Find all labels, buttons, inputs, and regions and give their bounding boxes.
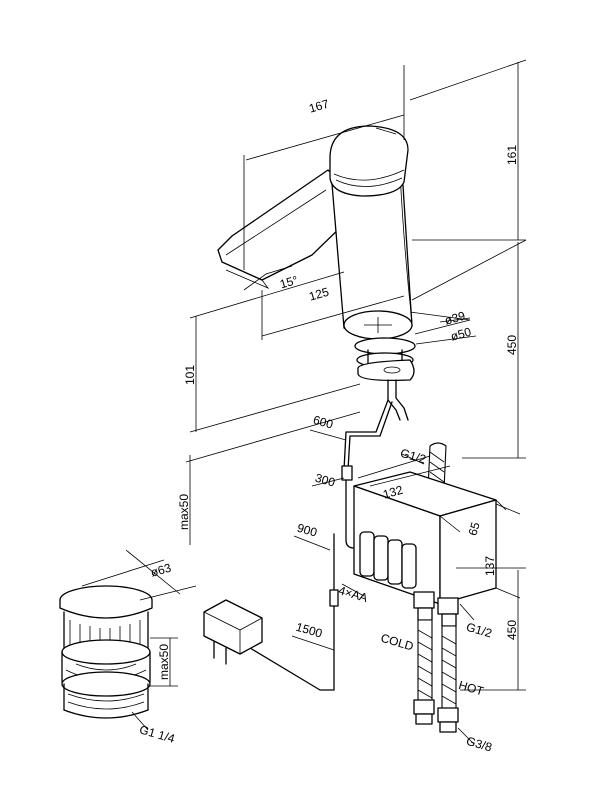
thread-g38: G3/8 (465, 734, 494, 755)
dim-hose-600: 600 (312, 413, 335, 432)
faucet-spout (217, 169, 347, 281)
dim-dia-39: ø39 (443, 308, 467, 327)
dim-height-450-top: 450 (505, 335, 519, 355)
dim-height-161: 161 (505, 145, 519, 165)
control-box: 132 65 137 4×AA (337, 455, 521, 605)
label-hot: HOT (457, 678, 486, 699)
faucet (217, 125, 416, 421)
dim-max50-left: max50 (177, 494, 191, 530)
faucet-dimensions: 167 161 15° 125 ø39 ø50 450 101 max50 (177, 59, 527, 545)
dim-width-167: 167 (307, 97, 330, 116)
dim-cable-300: 300 (314, 471, 337, 490)
thread-g12-top: G1/2 (399, 446, 428, 467)
dim-box-137: 137 (483, 556, 497, 576)
drain-thread-g114: G1 1/4 (138, 722, 177, 745)
dim-height-101: 101 (183, 365, 197, 385)
dim-box-65: 65 (466, 520, 483, 537)
faucet-lever (329, 125, 409, 197)
dim-dia-50: ø50 (449, 324, 473, 343)
drain-dia-63: ø63 (149, 560, 173, 579)
dim-reach-125: 125 (307, 285, 330, 304)
thread-g12-bottom: G1/2 (465, 620, 494, 641)
drain-valve: ø63 max50 G1 1/4 (59, 549, 197, 746)
dim-angle-15: 15° (278, 273, 299, 292)
dim-cable-1500: 1500 (294, 620, 324, 641)
dim-cable-900: 900 (296, 521, 319, 540)
batteries (359, 531, 417, 589)
dim-box-132: 132 (381, 483, 404, 502)
power-adapter (203, 599, 263, 665)
drain-max50: max50 (157, 644, 171, 680)
dim-height-450-bottom: 450 (505, 620, 519, 640)
label-cold: COLD (379, 631, 415, 654)
label-4xaa: 4×AA (337, 583, 369, 605)
